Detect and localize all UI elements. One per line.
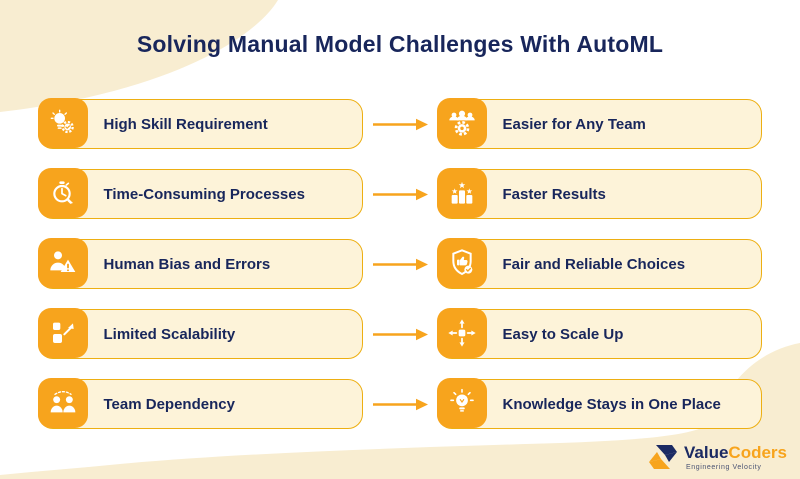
- shield-check-icon: [446, 247, 478, 279]
- solution-pill: Easy to Scale Up: [436, 308, 762, 359]
- challenge-icon-box: [37, 98, 88, 149]
- challenge-label: Team Dependency: [103, 395, 235, 413]
- lightbulb-rays-icon: [446, 387, 478, 419]
- person-warning-icon: [47, 247, 79, 279]
- right-arrow-icon: [363, 118, 437, 131]
- logo-text: ValueCoders Engineering Velocity: [684, 444, 787, 471]
- solution-icon-box: [436, 238, 487, 289]
- challenge-solution-row: Human Bias and Errors Fair and Reliable …: [37, 238, 762, 289]
- solution-label: Faster Results: [502, 185, 606, 203]
- challenge-label: High Skill Requirement: [103, 115, 268, 133]
- valuecoders-logo: ValueCoders Engineering Velocity: [648, 442, 787, 472]
- solution-label: Easy to Scale Up: [502, 325, 624, 343]
- challenge-pill: Human Bias and Errors: [37, 238, 363, 289]
- challenge-icon-box: [37, 238, 88, 289]
- challenge-solution-row: Time-Consuming Processes Faster Results: [37, 168, 762, 219]
- solution-icon-box: [436, 168, 487, 219]
- challenge-solution-row: High Skill Requirement Easier for Any Te…: [37, 98, 762, 149]
- solution-icon-box: [436, 308, 487, 359]
- valuecoders-logo-icon: [649, 445, 677, 469]
- challenge-pill: Limited Scalability: [37, 308, 363, 359]
- challenge-label: Time-Consuming Processes: [103, 185, 305, 203]
- solution-pill: Knowledge Stays in One Place: [436, 378, 762, 429]
- challenge-icon-box: [37, 168, 88, 219]
- solution-pill: Easier for Any Team: [436, 98, 762, 149]
- solution-label: Knowledge Stays in One Place: [502, 395, 721, 413]
- brand-value: Value: [684, 442, 729, 462]
- challenge-solution-row: Team Dependency Knowledge Stays in One P…: [37, 378, 762, 429]
- challenge-pill: Time-Consuming Processes: [37, 168, 363, 219]
- team-gear-icon: [446, 107, 478, 139]
- solution-icon-box: [436, 98, 487, 149]
- right-arrow-icon: [363, 328, 437, 341]
- solution-label: Fair and Reliable Choices: [502, 255, 686, 273]
- brand-coders: Coders: [728, 442, 787, 462]
- solution-icon-box: [436, 378, 487, 429]
- right-arrow-icon: [363, 188, 437, 201]
- two-people-icon: [47, 387, 79, 419]
- challenge-icon-box: [37, 308, 88, 359]
- podium-stars-icon: [446, 177, 478, 209]
- challenge-icon-box: [37, 378, 88, 429]
- solution-pill: Faster Results: [436, 168, 762, 219]
- challenge-pill: High Skill Requirement: [37, 98, 363, 149]
- solution-label: Easier for Any Team: [502, 115, 646, 133]
- brand-tagline: Engineering Velocity: [686, 463, 762, 471]
- challenge-label: Limited Scalability: [103, 325, 236, 343]
- right-arrow-icon: [363, 258, 437, 271]
- move-arrows-icon: [446, 317, 478, 349]
- lightbulb-gear-icon: [47, 107, 79, 139]
- brand-name: ValueCoders: [684, 444, 787, 461]
- right-arrow-icon: [363, 398, 437, 411]
- expand-squares-icon: [47, 317, 79, 349]
- challenge-solution-row: Limited Scalability Easy to Scale Up: [37, 308, 762, 359]
- challenge-label: Human Bias and Errors: [103, 255, 271, 273]
- challenge-pill: Team Dependency: [37, 378, 363, 429]
- page-title: Solving Manual Model Challenges With Aut…: [136, 31, 664, 57]
- solution-pill: Fair and Reliable Choices: [436, 238, 762, 289]
- stopwatch-icon: [47, 177, 79, 209]
